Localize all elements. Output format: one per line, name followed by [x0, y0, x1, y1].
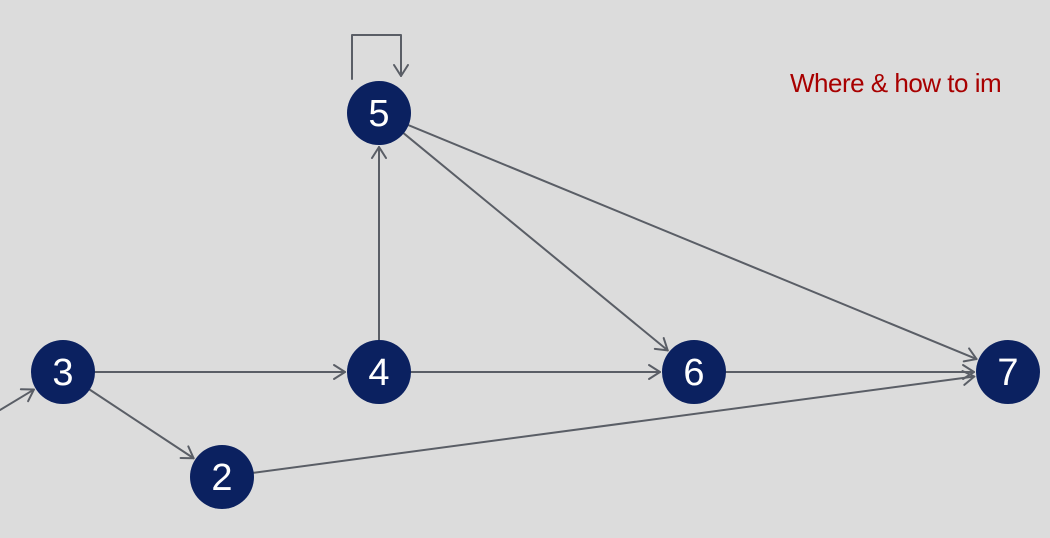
- edge-exteral-to-3: [0, 388, 35, 411]
- node-circle: [347, 81, 411, 145]
- node-circle: [31, 340, 95, 404]
- edge-6-to-7: [725, 364, 975, 380]
- node-6: 6: [662, 340, 726, 404]
- node-circle: [976, 340, 1040, 404]
- node-5: 5: [347, 81, 411, 145]
- node-2: 2: [190, 445, 254, 509]
- node-circle: [347, 340, 411, 404]
- node-label: 2: [211, 457, 232, 499]
- caption-text: Where & how to im: [790, 68, 1002, 98]
- node-circle: [190, 445, 254, 509]
- node-4: 4: [347, 340, 411, 404]
- edge-4-to-6: [410, 364, 661, 380]
- node-label: 5: [368, 93, 389, 135]
- node-label: 3: [52, 352, 73, 394]
- node-label: 4: [368, 352, 389, 394]
- edge-2-to-7: [252, 370, 976, 474]
- edge-3-to-4: [94, 364, 346, 380]
- nodes-layer: 5 3 4 6 7 2: [31, 81, 1040, 509]
- node-label: 7: [997, 352, 1018, 394]
- edge-5-to-7: [407, 124, 978, 363]
- node-circle: [662, 340, 726, 404]
- edge-3-to-2: [88, 388, 195, 460]
- edge-4-to-5: [371, 146, 387, 341]
- edges-layer: [0, 34, 978, 474]
- edge-5-to-5: [351, 34, 409, 80]
- node-3: 3: [31, 340, 95, 404]
- node-7: 7: [976, 340, 1040, 404]
- edge-5-to-6: [402, 132, 669, 352]
- node-label: 6: [683, 352, 704, 394]
